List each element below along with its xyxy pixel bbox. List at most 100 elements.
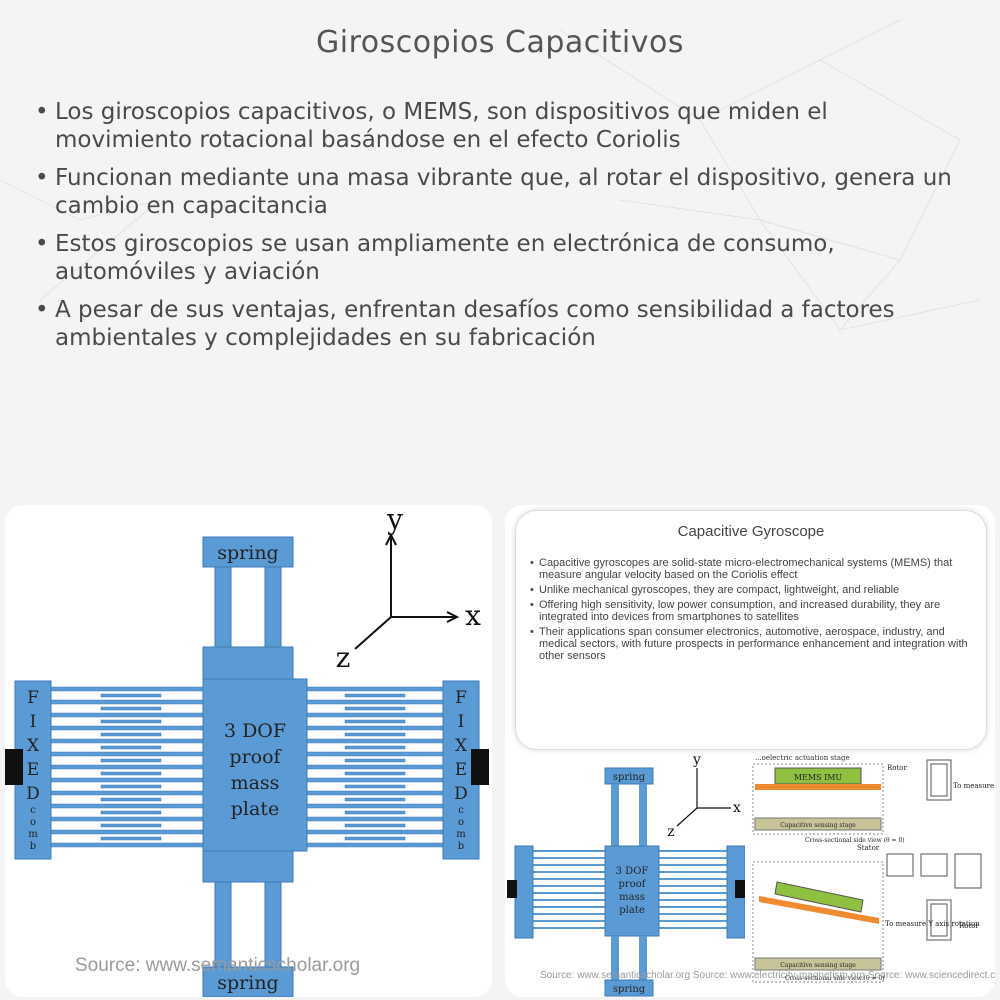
comb-finger-short xyxy=(100,784,162,789)
comb-finger xyxy=(50,777,204,783)
bullet-item: Los giroscopios capacitivos, o MEMS, son… xyxy=(35,98,965,154)
comb-finger xyxy=(306,751,444,757)
fixed-letter: X xyxy=(455,736,468,756)
measure-y-label: To measure Y axis rotation xyxy=(885,920,980,928)
mini-comb-finger xyxy=(659,906,727,908)
mini-comb-finger xyxy=(533,871,605,873)
comb-finger xyxy=(306,725,444,731)
fixed-letter: I xyxy=(458,712,465,732)
proof-mass-plate xyxy=(202,678,308,852)
fixed-letter: F xyxy=(455,688,467,708)
comb-finger xyxy=(306,842,444,848)
bullet-list: Los giroscopios capacitivos, o MEMS, son… xyxy=(35,98,965,362)
mini-comb-finger xyxy=(533,899,605,901)
axis-x-label: x xyxy=(465,599,481,632)
comb-finger-short xyxy=(100,823,162,828)
comb-finger xyxy=(306,699,444,705)
mini-comb-finger xyxy=(659,878,727,880)
fixed-letter: F xyxy=(27,688,39,708)
comb-finger xyxy=(306,803,444,809)
comb-finger-short xyxy=(100,810,162,815)
comb-finger-short xyxy=(100,771,162,776)
right-image-panel: Capacitive Gyroscope Capacitive gyroscop… xyxy=(505,505,995,997)
fixed-letter: E xyxy=(455,760,467,780)
bullet-item: Estos giroscopios se usan ampliamente en… xyxy=(35,230,965,286)
mini-gyroscope-diagram: spring 3 DOF proof mass plate spring y x… xyxy=(507,752,745,997)
comb-finger-short xyxy=(100,732,162,737)
comb-finger xyxy=(50,842,204,848)
mini-comb-finger xyxy=(533,878,605,880)
mini-comb-finger xyxy=(659,850,727,852)
comb-finger-short xyxy=(344,745,406,750)
mini-comb-finger xyxy=(533,906,605,908)
summary-card: Capacitive Gyroscope Capacitive gyroscop… xyxy=(515,510,987,750)
comb-finger xyxy=(306,790,444,796)
comb-finger-short xyxy=(344,810,406,815)
comb-letter: o xyxy=(458,817,464,828)
mini-comb-finger xyxy=(533,857,605,859)
mini-comb-finger xyxy=(659,885,727,887)
comb-finger xyxy=(50,686,204,692)
mini-comb-finger xyxy=(533,892,605,894)
comb-finger-short xyxy=(100,706,162,711)
comb-finger-short xyxy=(100,797,162,802)
fixed-letter: I xyxy=(30,712,37,732)
comb-finger-short xyxy=(100,719,162,724)
comb-finger-short xyxy=(344,693,406,698)
comb-finger-short xyxy=(344,823,406,828)
card-bullet: Unlike mechanical gyroscopes, they are c… xyxy=(530,584,970,596)
rotor-label: Rotor xyxy=(887,764,908,772)
comb-finger xyxy=(50,816,204,822)
mass-label-line: 3 DOF xyxy=(224,720,286,742)
anchor-left xyxy=(5,749,23,785)
mini-comb-finger xyxy=(533,927,605,929)
sensing-label-1: Capacitive sensing stage xyxy=(780,822,856,829)
comb-finger xyxy=(50,790,204,796)
comb-finger-short xyxy=(100,758,162,763)
cross-section-label-1: Cross-sectional side view (θ = 0) xyxy=(805,837,905,844)
card-bullet: Their applications span consumer electro… xyxy=(530,626,970,662)
cross-section-label-2: Cross-sectional side view (θ ≠ 0) xyxy=(785,975,885,982)
axis-y-label: y xyxy=(386,505,403,536)
bottom-spring-block xyxy=(202,966,294,997)
mini-spring-top: spring xyxy=(613,772,646,783)
source-caption: Source: www.semanticscholar.org xyxy=(75,955,361,976)
comb-letter: c xyxy=(30,805,36,816)
comb-finger xyxy=(50,829,204,835)
fixed-letter: X xyxy=(27,736,40,756)
mini-comb-finger xyxy=(659,920,727,922)
comb-finger xyxy=(50,699,204,705)
mini-comb-finger xyxy=(659,871,727,873)
bullet-item: A pesar de sus ventajas, enfrentan desaf… xyxy=(35,296,965,352)
axes-icon xyxy=(354,532,460,650)
comb-finger xyxy=(306,686,444,692)
comb-finger-short xyxy=(100,745,162,750)
comb-finger-short xyxy=(344,784,406,789)
comb-finger-short xyxy=(344,758,406,763)
top-spring-block xyxy=(202,536,294,568)
card-bullet-list: Capacitive gyroscopes are solid-state mi… xyxy=(530,557,970,665)
comb-finger-short xyxy=(344,719,406,724)
comb-letter: b xyxy=(30,841,36,852)
mini-spring-bottom: spring xyxy=(613,984,646,995)
comb-finger xyxy=(306,816,444,822)
comb-finger xyxy=(306,712,444,718)
axis-z-label: z xyxy=(336,641,351,674)
spring-label-bottom: spring xyxy=(217,972,278,994)
mini-comb-finger xyxy=(659,864,727,866)
comb-finger-short xyxy=(344,771,406,776)
anchor-right xyxy=(471,749,489,785)
mini-comb-finger xyxy=(533,913,605,915)
mini-comb-finger xyxy=(659,857,727,859)
mini-comb-finger xyxy=(659,913,727,915)
source-caption-right: Source: www.semanticscholar.org Source: … xyxy=(540,970,995,981)
comb-finger xyxy=(306,829,444,835)
fixed-letter: E xyxy=(27,760,39,780)
mini-comb-finger xyxy=(533,920,605,922)
mini-comb-finger xyxy=(533,850,605,852)
mass-label-line: proof xyxy=(229,746,282,768)
stator-label: Stator xyxy=(857,844,880,852)
comb-finger xyxy=(306,738,444,744)
comb-finger xyxy=(50,738,204,744)
